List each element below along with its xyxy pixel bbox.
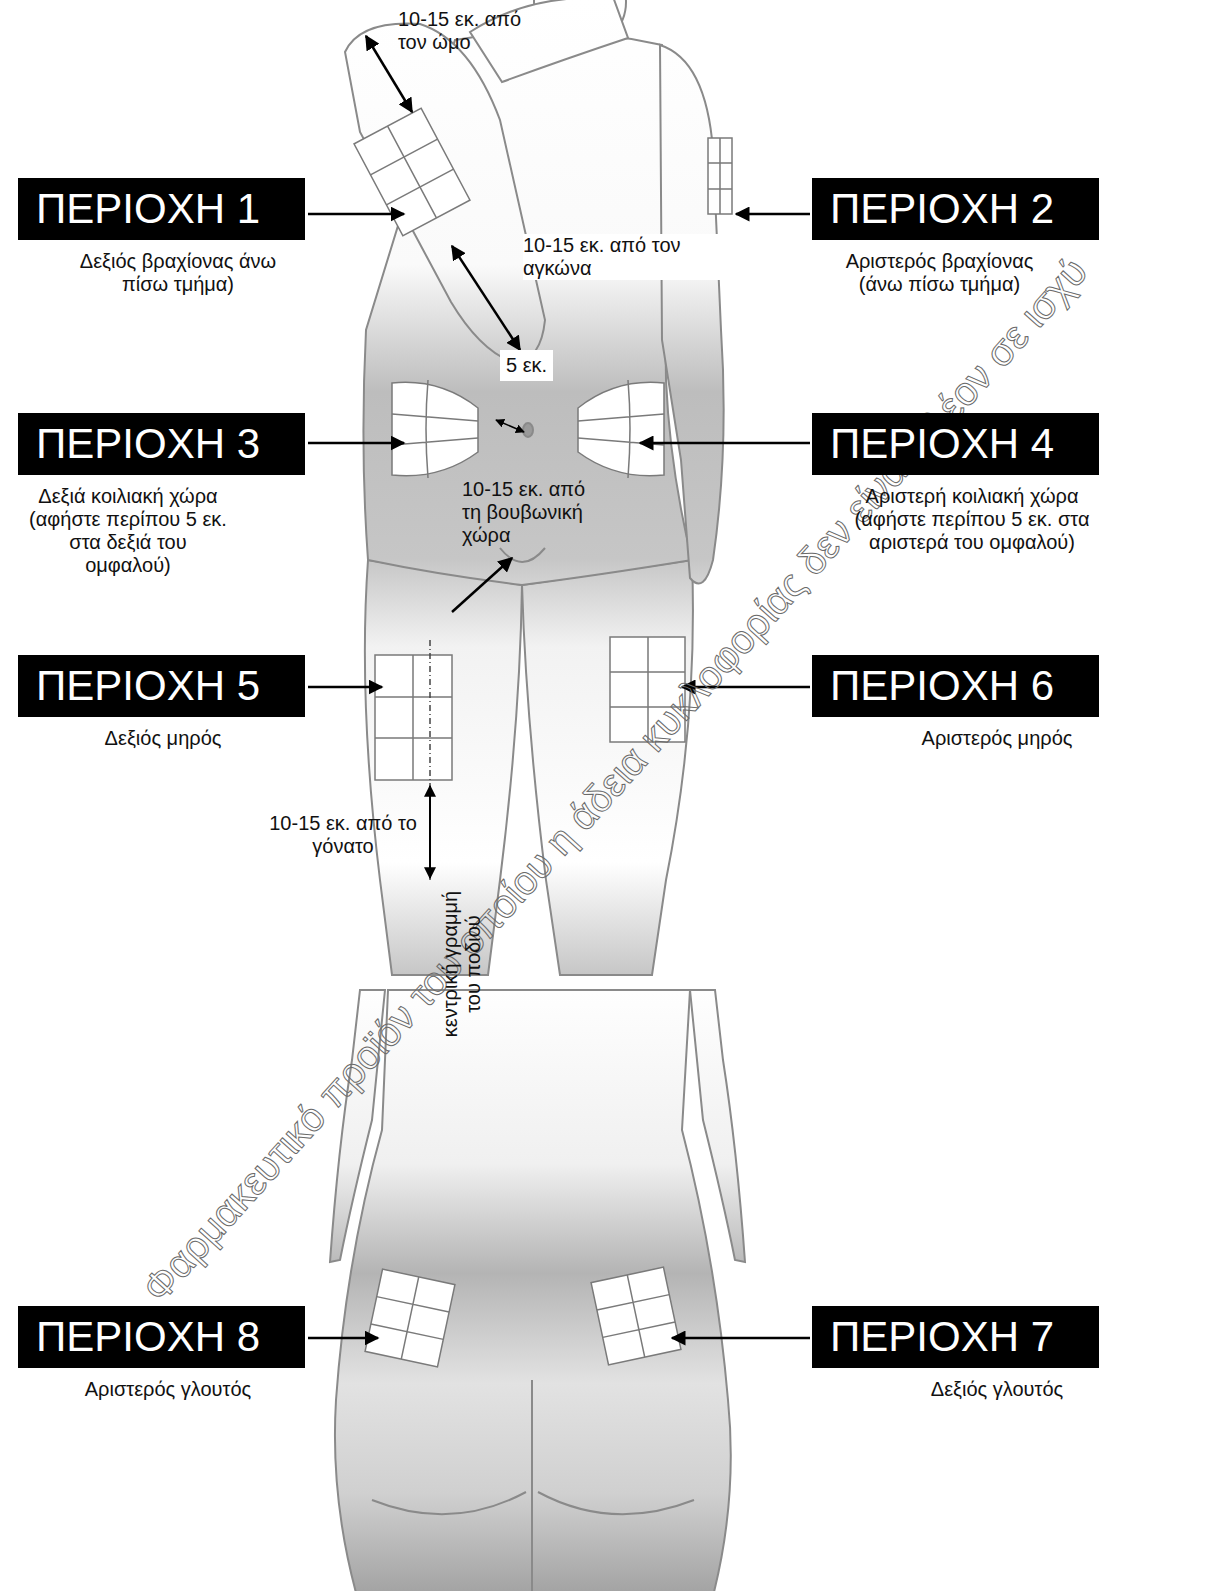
zone-label: ΠΕΡΙΟΧΗ 8 Αριστερός γλουτός	[18, 1306, 305, 1401]
grid-3-part	[392, 380, 478, 478]
grid-3-part	[392, 382, 478, 475]
grid-5-part	[375, 655, 452, 780]
grid-5-part	[375, 655, 452, 780]
left-arm	[660, 45, 724, 584]
grid-3	[392, 380, 478, 478]
right-upper-arm	[345, 24, 545, 363]
grid-1-part	[354, 108, 470, 236]
groin-dimension	[452, 558, 512, 612]
grid-8	[365, 1269, 455, 1367]
leader-4	[640, 442, 810, 445]
grid-7-part	[591, 1267, 681, 1365]
shoulder-distance: 10-15 εκ. από τον ώμο	[398, 8, 548, 54]
groin-distance: 10-15 εκ. από τη βουβωνική χώρα	[462, 478, 592, 547]
zone-description: Δεξιά κοιλιακή χώρα (αφήστε περίπου 5 εκ…	[28, 485, 228, 577]
elbow-distance: 10-15 εκ. από τον αγκώνα	[523, 234, 738, 280]
zone-heading: ΠΕΡΙΟΧΗ 2	[812, 178, 1099, 240]
grid-2	[708, 138, 732, 214]
grid-2-part	[708, 138, 732, 214]
leg-centre-line-label: κεντρική γραμμή του ποδιού	[439, 876, 485, 1052]
leader-arrows	[308, 214, 810, 1338]
zone-label: ΠΕΡΙΟΧΗ 2 Αριστερός βραχίονας (άνω πίσω τ…	[812, 178, 1099, 296]
zone-label: ΠΕΡΙΟΧΗ 1 Δεξιός βραχίονας άνω πίσω τμήμα…	[18, 178, 305, 296]
dimension-arrows	[366, 36, 524, 878]
zone-label: ΠΕΡΙΟΧΗ 5 Δεξιός μηρός	[18, 655, 305, 750]
buttock-lines	[372, 1380, 694, 1591]
zone-description: Δεξιός μηρός	[63, 727, 263, 750]
zone-label: ΠΕΡΙΟΧΗ 7 Δεξιός γλουτός	[812, 1306, 1099, 1401]
zone-description: Αριστερός μηρός	[897, 727, 1097, 750]
knee-distance: 10-15 εκ. από το γόνατο	[268, 812, 418, 858]
back-torso	[335, 990, 731, 1591]
zone-heading: ΠΕΡΙΟΧΗ 8	[18, 1306, 305, 1368]
grid-7-part	[591, 1267, 681, 1365]
leg-centre-line	[429, 640, 431, 880]
grid-1	[354, 108, 470, 236]
zone-description: Αριστερός γλουτός	[58, 1378, 278, 1401]
navel-distance: 5 εκ.	[500, 350, 553, 381]
zone-label: ΠΕΡΙΟΧΗ 4 Αριστερή κοιλιακή χώρα (αφήστε …	[812, 413, 1107, 554]
leader-5	[308, 686, 382, 689]
grid-8-part	[365, 1269, 455, 1367]
grid-5	[375, 655, 452, 780]
navel-dimension	[496, 420, 524, 432]
leader-8	[308, 1337, 378, 1340]
leader-3	[308, 442, 404, 445]
zone-heading: ΠΕΡΙΟΧΗ 5	[18, 655, 305, 717]
grid-1-part	[354, 108, 470, 236]
grid-4	[578, 380, 664, 478]
zone-heading: ΠΕΡΙΟΧΗ 7	[812, 1306, 1099, 1368]
zone-heading: ΠΕΡΙΟΧΗ 1	[18, 178, 305, 240]
grid-4-part	[578, 382, 664, 475]
leader-1	[308, 213, 404, 216]
zone-description: Αριστερή κοιλιακή χώρα (αφήστε περίπου 5…	[837, 485, 1107, 554]
knee-dimension	[429, 786, 431, 878]
grid-8-part	[365, 1269, 455, 1367]
leader-2	[736, 213, 810, 216]
navel	[523, 423, 533, 437]
zone-heading: ΠΕΡΙΟΧΗ 6	[812, 655, 1099, 717]
zone-description: Δεξιός βραχίονας άνω πίσω τμήμα)	[78, 250, 278, 296]
back-figure	[330, 990, 745, 1591]
zone-description: Δεξιός γλουτός	[897, 1378, 1097, 1401]
crotch-line	[500, 548, 545, 562]
leader-7	[672, 1337, 810, 1340]
grid-7	[591, 1267, 681, 1365]
grid-2-part	[708, 138, 732, 214]
grid-4-part	[578, 380, 664, 478]
elbow-dimension	[452, 246, 520, 350]
zone-label: ΠΕΡΙΟΧΗ 6 Αριστερός μηρός	[812, 655, 1099, 750]
zone-description: Αριστερός βραχίονας (άνω πίσω τμήμα)	[832, 250, 1047, 296]
zone-heading: ΠΕΡΙΟΧΗ 4	[812, 413, 1099, 475]
zone-heading: ΠΕΡΙΟΧΗ 3	[18, 413, 305, 475]
zone-label: ΠΕΡΙΟΧΗ 3 Δεξιά κοιλιακή χώρα (αφήστε περ…	[18, 413, 305, 577]
